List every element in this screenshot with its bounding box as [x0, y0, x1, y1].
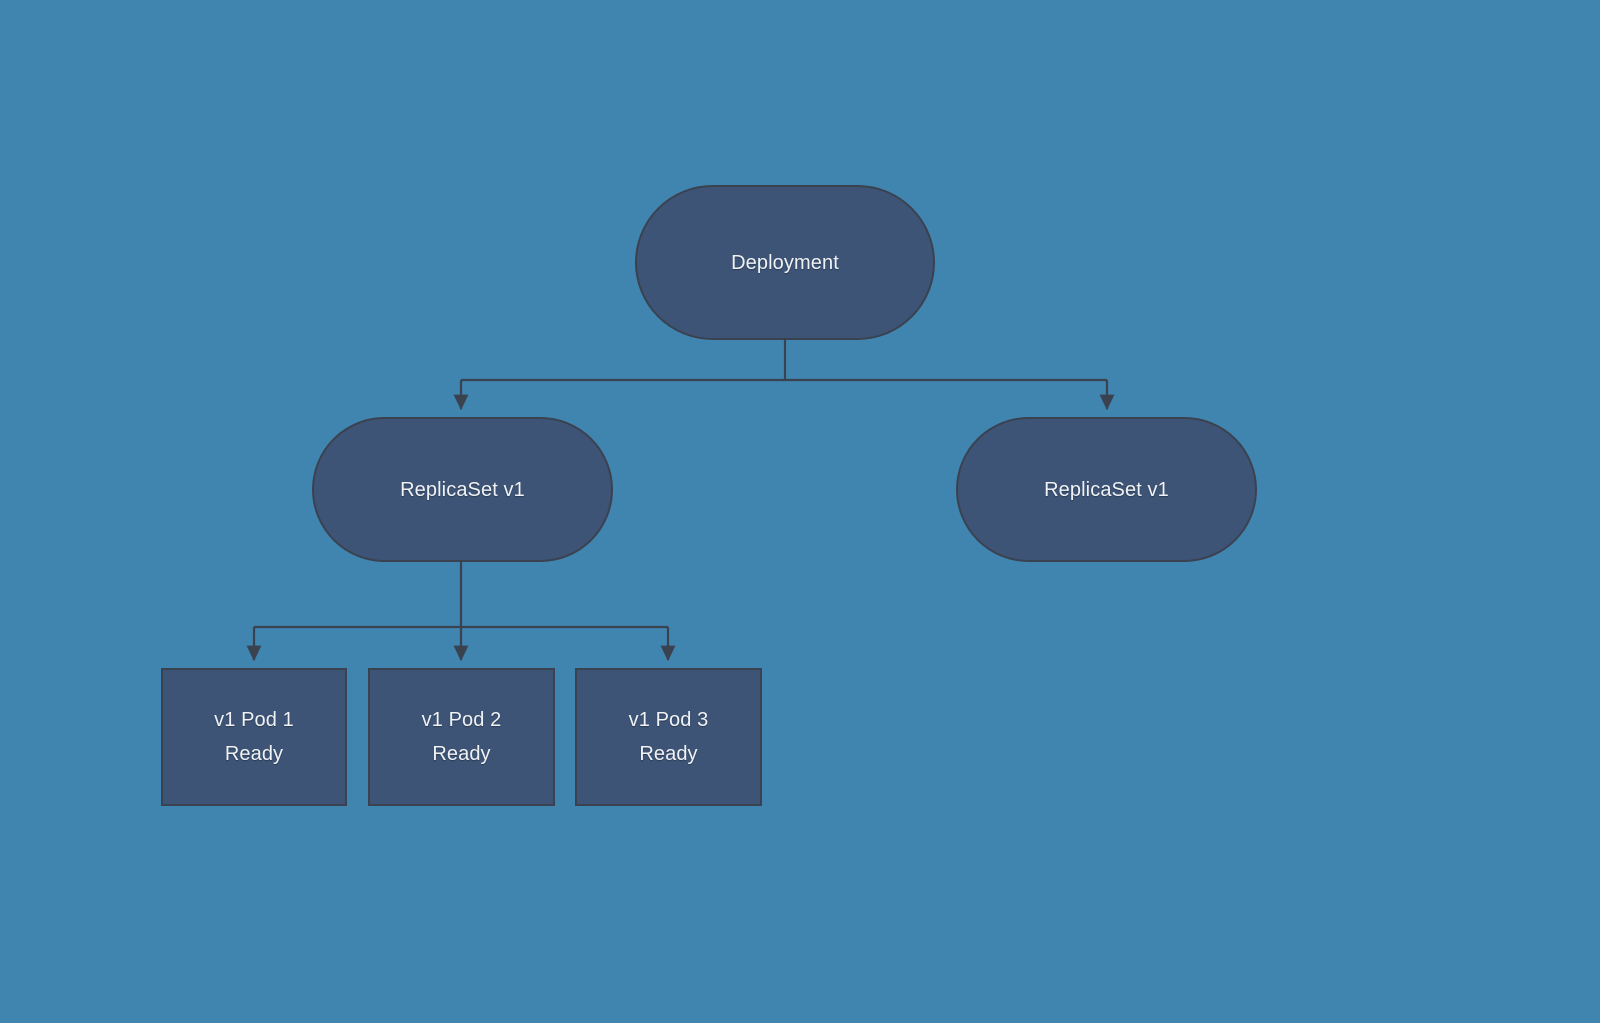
node-pod-1-label: v1 Pod 1: [214, 709, 294, 731]
node-deployment-label: Deployment: [731, 251, 839, 274]
node-replicaset-right-label: ReplicaSet v1: [1044, 478, 1169, 501]
node-pod-2-label: v1 Pod 2: [421, 709, 502, 731]
node-pod-1[interactable]: v1 Pod 1 Ready: [161, 668, 347, 806]
node-pod-2-status: Ready: [432, 743, 491, 765]
node-replicaset-left-label: ReplicaSet v1: [400, 478, 525, 501]
node-pod-3-status: Ready: [639, 743, 698, 765]
node-deployment[interactable]: Deployment: [635, 185, 935, 340]
node-replicaset-right[interactable]: ReplicaSet v1: [956, 417, 1257, 562]
node-replicaset-left[interactable]: ReplicaSet v1: [312, 417, 613, 562]
node-pod-1-status: Ready: [224, 743, 284, 765]
node-pod-2[interactable]: v1 Pod 2 Ready: [368, 668, 555, 806]
node-pod-3[interactable]: v1 Pod 3 Ready: [575, 668, 762, 806]
node-pod-3-label: v1 Pod 3: [628, 709, 709, 731]
